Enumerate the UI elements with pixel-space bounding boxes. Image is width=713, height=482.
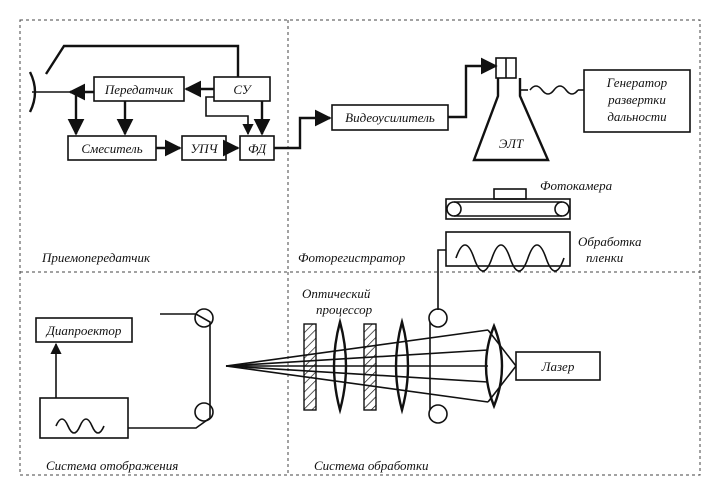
projector-label: Диапроектор (45, 323, 122, 338)
section-display-system: Система отображения (46, 458, 178, 473)
crt-icon: ЭЛТ (472, 57, 550, 162)
scan-generator-label-3: дальности (607, 109, 667, 124)
video-amp-block: Видеоусилитель (331, 104, 449, 131)
control-block: СУ (213, 76, 271, 102)
optical-processor-label-2: процессор (316, 302, 373, 317)
camera-label: Фотокамера (540, 178, 613, 193)
display-film-box (39, 397, 129, 439)
antenna-icon (28, 71, 70, 113)
scan-generator-label-1: Генератор (606, 75, 668, 90)
projector-block: Диапроектор (35, 317, 133, 343)
section-transceiver: Приемопередатчик (41, 250, 151, 265)
film-feed-line (437, 249, 446, 310)
optical-lens-3 (484, 322, 504, 410)
transceiver-connections (44, 44, 332, 157)
mixer-label: Смеситель (81, 141, 142, 156)
reel-icon-upper (194, 308, 214, 328)
processor-reel-upper (428, 308, 448, 328)
camera-icon (445, 188, 571, 220)
transmitter-label: Передатчик (104, 82, 174, 97)
if-amp-label: УПЧ (190, 141, 218, 156)
section-photo-recorder: Фоторегистратор (298, 250, 406, 265)
optical-plate-2 (363, 323, 377, 411)
control-label: СУ (233, 82, 252, 97)
phase-detector-label: ФД (248, 141, 267, 156)
optical-lens-2 (394, 317, 410, 415)
scan-generator-label-2: развертки (607, 92, 666, 107)
processor-reel-lower (428, 404, 448, 424)
optical-rays (225, 329, 517, 403)
laser-block: Лазер (515, 351, 601, 381)
section-frames (19, 19, 701, 476)
section-processing-system: Система обработки (314, 458, 429, 473)
optical-processor-label-1: Оптический (302, 286, 371, 301)
film-processing-block (445, 231, 571, 272)
video-to-crt-line (448, 57, 498, 119)
video-amp-label: Видеоусилитель (345, 110, 435, 125)
scan-generator-block: Генератор развертки дальности (583, 69, 691, 133)
transmitter-block: Передатчик (93, 76, 185, 102)
optical-plate-1 (303, 323, 317, 411)
display-film-path (128, 313, 211, 429)
if-amp-block: УПЧ (181, 135, 227, 161)
phase-detector-block: ФД (239, 135, 275, 161)
mixer-block: Смеситель (67, 135, 157, 161)
reel-icon-lower (194, 402, 214, 422)
laser-label: Лазер (541, 359, 575, 374)
film-processing-label-2: пленки (586, 250, 624, 265)
optical-lens-1 (332, 317, 348, 415)
crt-label: ЭЛТ (499, 136, 524, 151)
deflection-connector-icon (520, 85, 584, 95)
film-processing-label-1: Обработка (578, 234, 642, 249)
